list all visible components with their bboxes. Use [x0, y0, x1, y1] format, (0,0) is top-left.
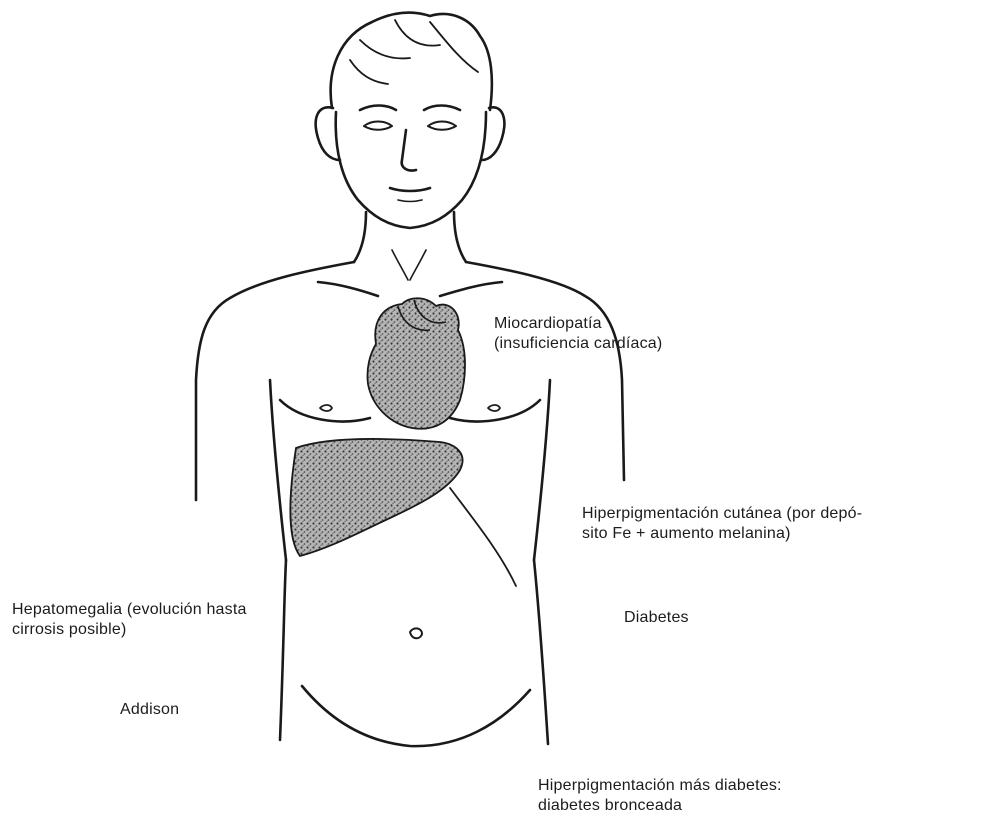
liver-organ — [290, 439, 462, 556]
label-hepatomegalia-line2: cirrosis posible) — [12, 620, 247, 640]
label-hepatomegalia: Hepatomegalia (evolución hasta cirrosis … — [12, 600, 247, 640]
label-hepatomegalia-line1: Hepatomegalia (evolución hasta — [12, 600, 247, 620]
right-eyebrow — [424, 106, 460, 111]
label-bronceada-line1: Hiperpigmentación más diabetes: — [538, 776, 782, 796]
label-miocardiopatia: Miocardiopatía (insuficiencia cardíaca) — [494, 314, 662, 354]
right-nipple — [488, 405, 500, 411]
neck-right — [454, 212, 466, 262]
lower-abdomen — [302, 686, 530, 746]
label-addison: Addison — [120, 700, 179, 720]
hair-strands — [350, 20, 478, 84]
label-bronceada-line2: diabetes bronceada — [538, 796, 782, 816]
linea-alba — [450, 488, 516, 586]
left-nipple — [320, 405, 332, 411]
left-eye — [364, 122, 392, 130]
right-clavicle — [440, 282, 502, 296]
label-miocardiopatia-line2: (insuficiencia cardíaca) — [494, 334, 662, 354]
label-miocardiopatia-line1: Miocardiopatía — [494, 314, 662, 334]
neck-left — [354, 212, 366, 262]
label-hiperpigmentacion-line1: Hiperpigmentación cutánea (por depó- — [582, 504, 862, 524]
heart-organ — [367, 298, 465, 429]
left-arm-inner — [270, 380, 286, 560]
right-eye — [428, 122, 456, 130]
left-eyebrow — [360, 106, 396, 111]
label-hiperpigmentacion: Hiperpigmentación cutánea (por depó- sit… — [582, 504, 862, 544]
navel — [410, 628, 422, 638]
hair — [331, 13, 492, 110]
label-diabetes: Diabetes — [624, 608, 689, 628]
right-waist — [534, 560, 548, 744]
left-waist — [280, 560, 286, 740]
right-arm-inner — [534, 380, 550, 560]
left-clavicle — [318, 282, 378, 296]
label-diabetes-bronceada: Hiperpigmentación más diabetes: diabetes… — [538, 776, 782, 816]
nose — [402, 130, 416, 171]
mouth — [390, 188, 430, 191]
label-hiperpigmentacion-line2: sito Fe + aumento melanina) — [582, 524, 862, 544]
